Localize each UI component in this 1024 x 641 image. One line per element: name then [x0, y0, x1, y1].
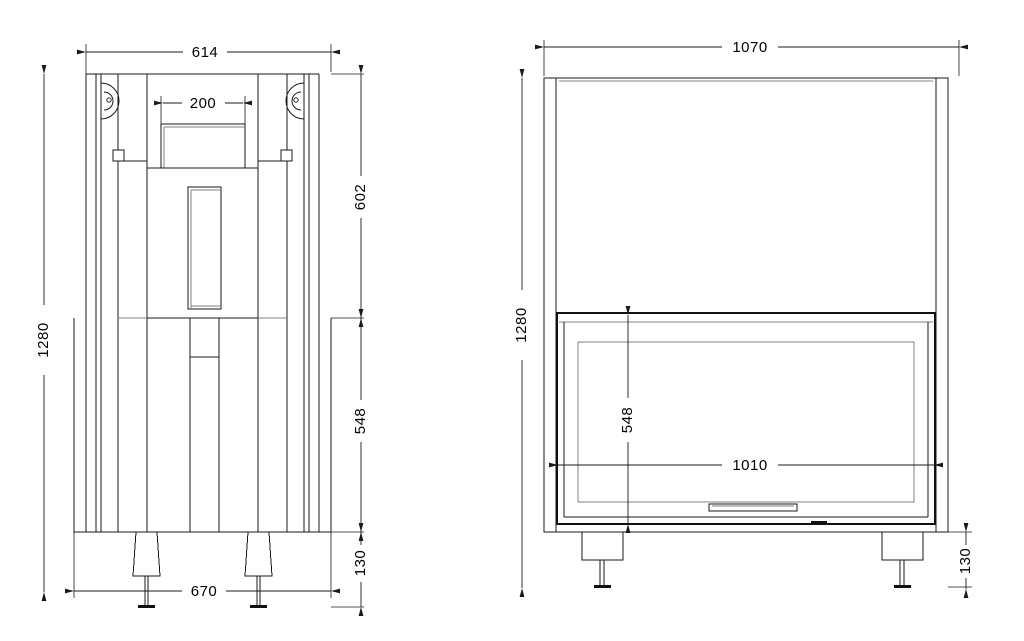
door-handle-bar: [708, 503, 798, 512]
counterweight-pulley-right: [285, 82, 305, 120]
dimension-670: 670: [65, 532, 340, 600]
side-body-outline: [73, 73, 332, 533]
front-elevation-view: 1070 1280 548 1010 130: [513, 39, 974, 598]
latch-tab: [811, 521, 827, 525]
front-leg-left: [581, 531, 624, 588]
door-frame: [555, 314, 937, 526]
side-elevation-view: 614 200 1280 602 548: [35, 44, 369, 616]
dimension-label-548-front: 548: [619, 407, 636, 434]
dimension-label-614: 614: [192, 44, 219, 61]
front-leg-right: [881, 531, 924, 588]
dimension-label-130-front: 130: [957, 548, 974, 575]
dimension-label-1010: 1010: [732, 457, 767, 474]
dimension-label-200: 200: [190, 95, 217, 112]
dimension-1280-front: 1280: [513, 69, 530, 597]
counterweight-block-right: [280, 149, 293, 162]
dimension-548-front: 548: [619, 306, 636, 533]
dimension-label-1280-side: 1280: [35, 322, 52, 357]
dimension-130-side: 130: [331, 523, 369, 616]
dimension-200: 200: [154, 95, 252, 124]
dimension-130-front: 130: [948, 523, 974, 598]
dimension-1070: 1070: [535, 39, 968, 76]
adjustable-leg-left: [132, 531, 161, 608]
dimension-614: 614: [77, 44, 340, 74]
dimension-602: 602: [331, 65, 369, 327]
counterweight-block-left: [112, 149, 125, 162]
upper-casing-panel: [556, 311, 936, 323]
dimension-label-670: 670: [191, 583, 218, 600]
dimension-1010: 1010: [549, 457, 943, 474]
adjustable-leg-right: [244, 531, 273, 608]
glass-pane: [577, 341, 915, 503]
dimension-label-130-side: 130: [352, 550, 369, 577]
dimension-1280-side: 1280: [35, 65, 52, 601]
counterweight-pulley-left: [100, 82, 120, 120]
front-outer-casing: [543, 77, 949, 533]
dimension-label-1070: 1070: [732, 39, 767, 56]
dimension-label-602: 602: [352, 184, 369, 211]
dimension-548-side: 548: [331, 309, 369, 541]
dimension-label-1280-front: 1280: [513, 307, 530, 342]
dimension-label-548-side: 548: [352, 408, 369, 435]
flue-collar-box: [147, 123, 258, 169]
vertical-vent-slot: [187, 186, 222, 310]
